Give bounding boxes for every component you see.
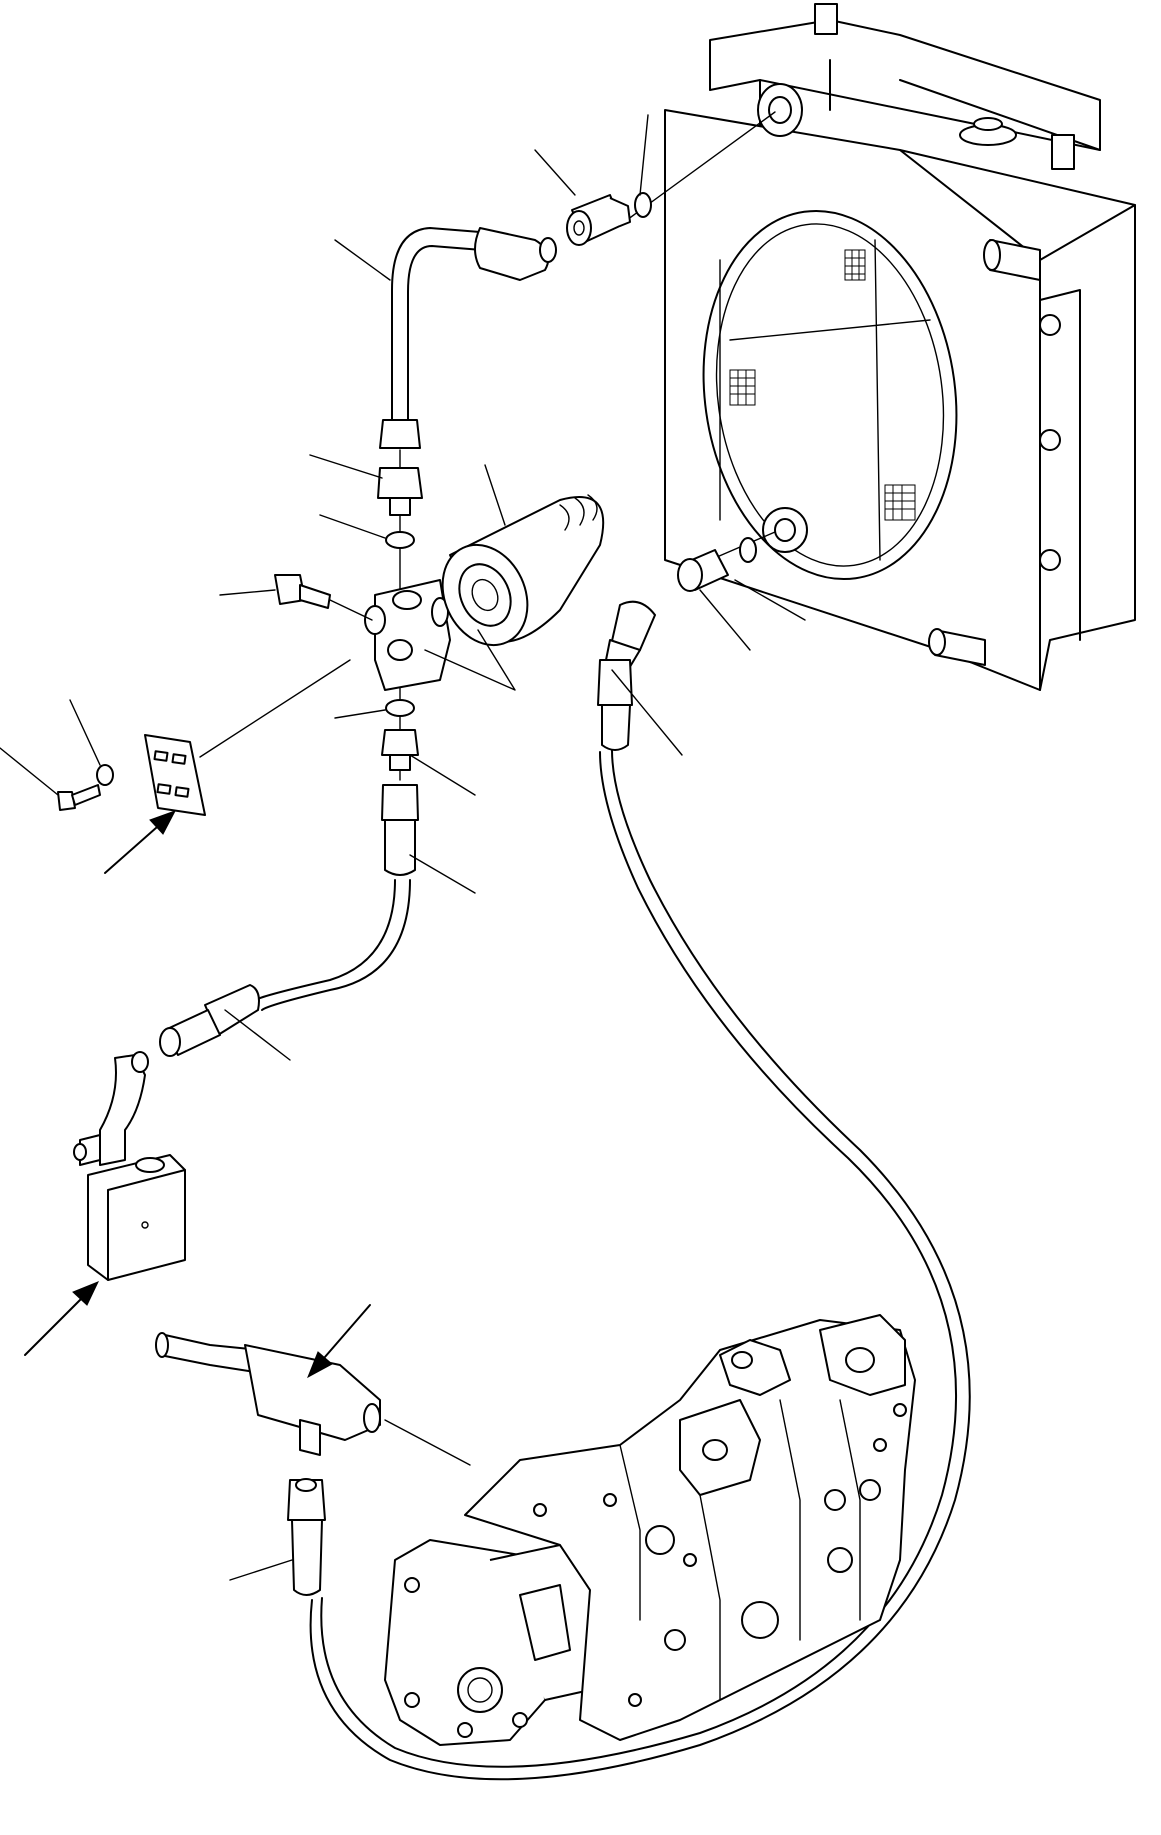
hose-tee-down bbox=[287, 749, 971, 1781]
leader-lines bbox=[0, 114, 806, 1581]
mid-o-ring-upper bbox=[385, 531, 415, 549]
bolt-head bbox=[57, 791, 76, 811]
relief-valve-block bbox=[73, 1051, 186, 1281]
hose-filter-to-valve bbox=[159, 784, 419, 1057]
lower-cooler-connection bbox=[597, 531, 776, 751]
oil-filter-cartridge bbox=[441, 494, 605, 647]
lower-o-ring bbox=[739, 537, 757, 563]
oil-cooler-radiator bbox=[664, 3, 1136, 691]
upper-o-ring bbox=[634, 192, 652, 218]
washer bbox=[96, 764, 114, 786]
bracket-plate bbox=[144, 734, 206, 816]
tee-fitting bbox=[155, 1332, 471, 1466]
mid-o-ring-lower bbox=[385, 699, 415, 717]
direction-arrows bbox=[24, 810, 371, 1379]
steel-tube-upper bbox=[379, 227, 557, 449]
filter-head-assembly bbox=[274, 449, 451, 781]
bracket-plate-group bbox=[57, 659, 351, 816]
hydraulic-pump bbox=[384, 1314, 916, 1746]
upper-cooler-connector bbox=[566, 111, 776, 246]
